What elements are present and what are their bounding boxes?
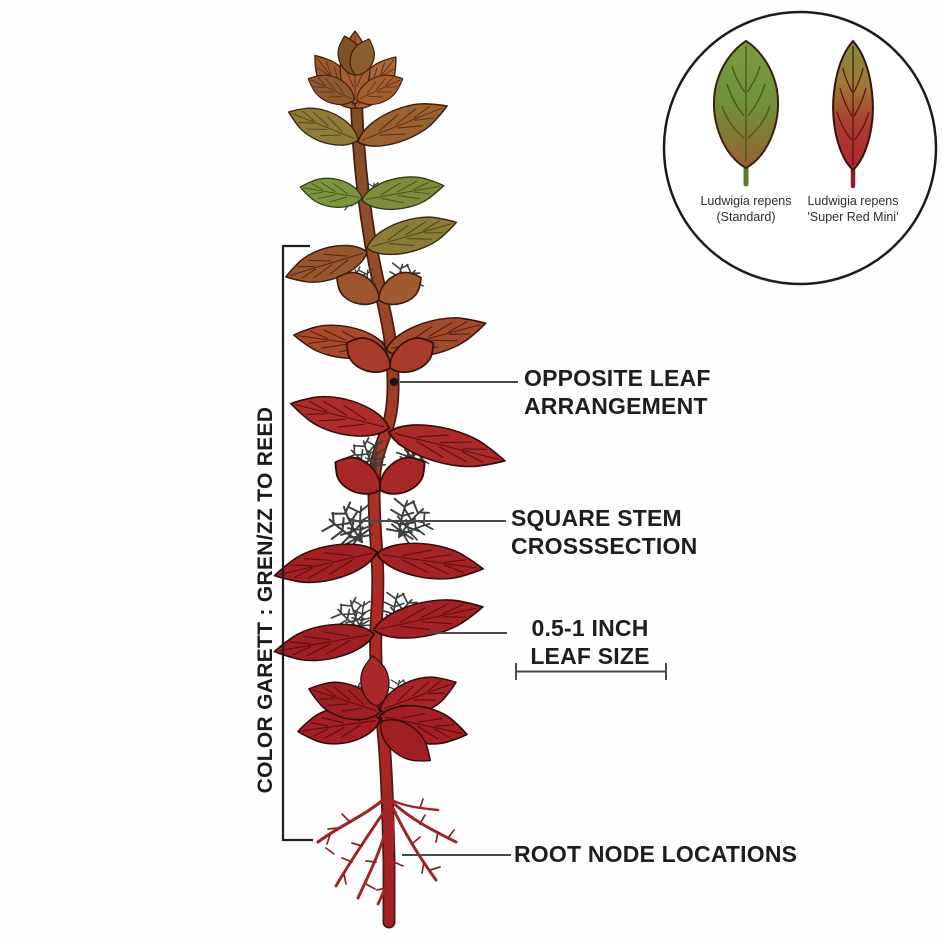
leaf-size-measure-bracket [515,663,667,680]
inset-circle-border [662,10,938,286]
standard-leaf-illustration [713,39,779,187]
inset-caption-super-red-mini: Ludwigia repens 'Super Red Mini' [807,194,899,225]
leaf [373,536,487,587]
leaf [358,169,448,216]
callout-leaf-size: 0.5-1 INCH LEAF SIZE [530,615,650,669]
leaf [369,589,488,648]
node-dot [389,377,399,387]
leaf [269,534,382,594]
leaf [285,385,395,446]
callout-root-node-locations: ROOT NODE LOCATIONS [514,841,798,867]
comparison-inset [662,10,938,286]
leaf [297,172,366,213]
callout-square-stem-crosssection: SQUARE STEM CROSSSECTION [511,505,698,559]
gradient-bracket [281,244,313,842]
inset-caption-standard: Ludwigia repens (Standard) [700,194,792,225]
super-red-mini-leaf-illustration [832,39,874,189]
callout-color-gradient-axis: COLOR GARETT : GREN/ZZ TO REED [254,406,277,794]
leader-lines [352,377,667,856]
callout-opposite-leaf-arrangement: OPPOSITE LEAF ARRANGEMENT [524,365,711,419]
plant-roots [316,794,458,906]
